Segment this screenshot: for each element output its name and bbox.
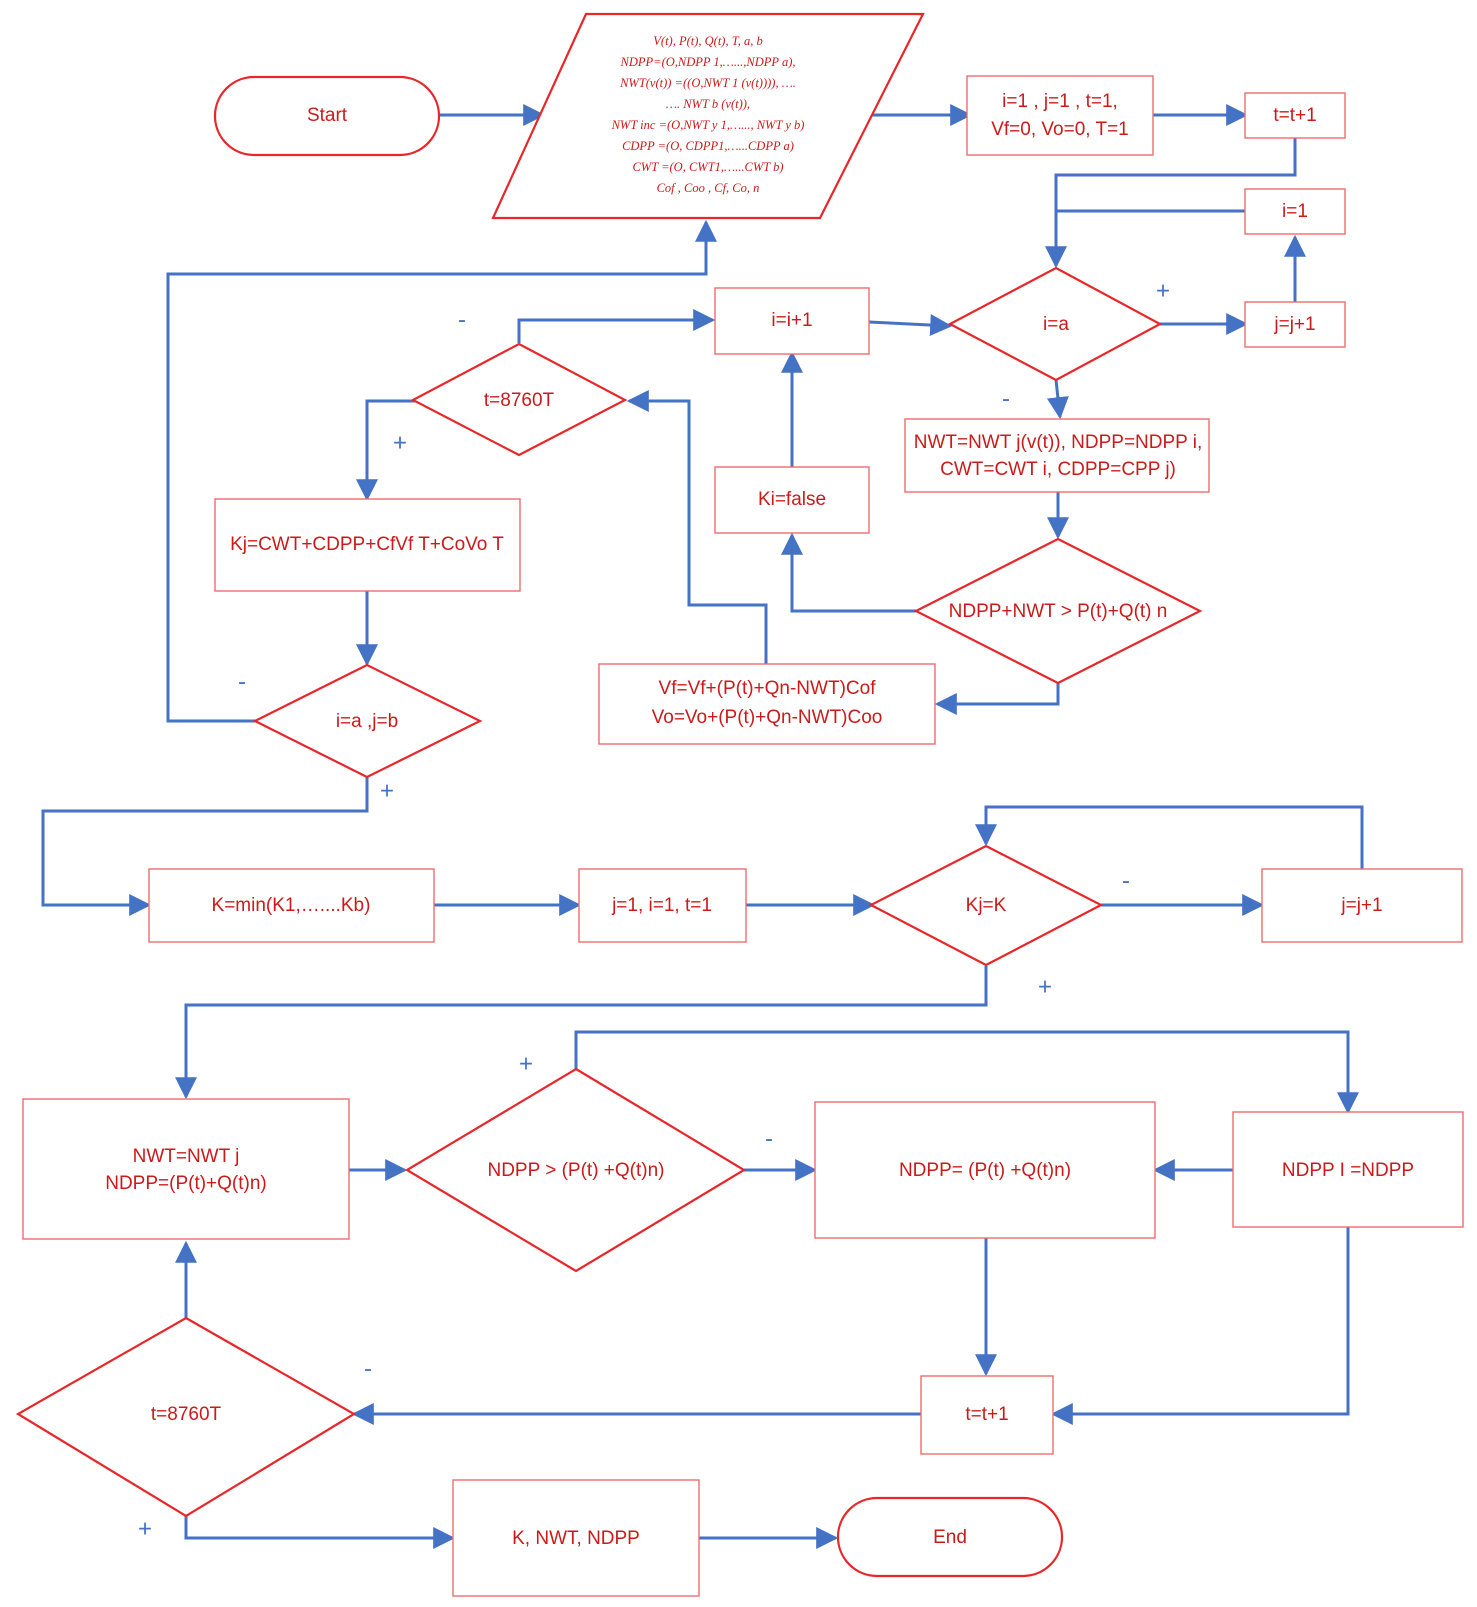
arrow-jinc-loop-to-kjeqk [975, 805, 1364, 869]
sign-plus-kjeqk: + [1038, 973, 1052, 1000]
input-line-5: NWT inc =(O,NWT y 1,…..., NWT y b) [611, 118, 805, 132]
t-inc-bottom-box [920, 1375, 1054, 1455]
end-terminal [836, 1496, 1064, 1578]
output-label: K, NWT, NDPP [512, 1528, 640, 1549]
j-inc-mid-label: j=j+1 [1340, 895, 1382, 916]
update-v-box [598, 663, 936, 745]
nwt-assign-bottom-box [22, 1098, 350, 1240]
sign-minus-t8760-bottom: - [364, 1355, 372, 1382]
input-line-8: Cof , Coo , Cf, Co, n [657, 181, 760, 195]
supply-condition-label: NDPP+NWT > P(t)+Q(t) n [949, 601, 1168, 622]
k-min-box [148, 868, 435, 943]
arrow-t8760-minus-to-iinc [517, 309, 716, 343]
sign-plus-ieqa: + [1156, 277, 1170, 304]
start-terminal [213, 75, 441, 157]
j-inc-mid-box [1261, 868, 1463, 943]
ndpp-i-box [1232, 1111, 1464, 1228]
arrow-condndpp-plus-to-ndppi [574, 1030, 1359, 1115]
t-8760-bottom-diamond [15, 1316, 357, 1518]
arrow-iinc-to-ieqa [868, 314, 953, 337]
t-inc-top-label: t=t+1 [1273, 105, 1316, 126]
arrow-t8760-plus-to-kj [356, 399, 415, 502]
arrow-kjeqk-plus-to-nwtassign [175, 966, 988, 1100]
reset-jit-box [578, 868, 747, 943]
i-reset-label: i=1 [1282, 201, 1308, 222]
assign-nwt-box [904, 418, 1210, 493]
j-inc-top-box [1244, 301, 1346, 348]
input-line-4: …. NWT b (v(t)), [666, 97, 750, 111]
sign-plus-iajb: + [380, 777, 394, 804]
kj-eq-k-diamond [868, 844, 1104, 967]
branch-signs: + - - + - + - + + - - + [138, 277, 1170, 1542]
sign-minus-ieqa: - [1002, 385, 1010, 412]
reset-jit-label: j=1, i=1, t=1 [611, 895, 712, 916]
supply-condition-diamond [913, 537, 1203, 685]
sign-minus-ndpp-cond: - [765, 1125, 773, 1152]
output-box [452, 1479, 700, 1597]
ndpp-set-box [814, 1101, 1156, 1239]
nwt-assign-bottom-line-2: NDPP=(P(t)+Q(t)n) [105, 1173, 267, 1194]
k-min-label: K=min(K1,…....Kb) [212, 895, 371, 916]
kj-eq-k-label: Kj=K [966, 895, 1007, 916]
ndpp-condition-label: NDPP > (P(t) +Q(t)n) [487, 1160, 664, 1181]
arrow-t8760b-plus-to-output [184, 1516, 456, 1549]
init-line-2: Vf=0, Vo=0, T=1 [991, 119, 1129, 140]
ndpp-condition-diamond [404, 1067, 747, 1273]
input-parallelogram [491, 12, 925, 220]
i-a-j-b-label: i=a ,j=b [336, 711, 398, 732]
i-reset-box [1244, 188, 1346, 235]
sign-plus-ndpp-cond: + [519, 1050, 533, 1077]
i-eq-a-diamond [947, 266, 1163, 382]
end-label: End [933, 1527, 967, 1548]
sign-plus-t8760-top: + [393, 429, 407, 456]
i-inc-box [714, 287, 870, 355]
init-box [966, 75, 1154, 156]
arrow-ieqa-minus-to-assign [1046, 379, 1069, 420]
init-line-1: i=1 , j=1 , t=1, [1002, 91, 1118, 112]
j-inc-top-label: j=j+1 [1273, 314, 1315, 335]
arrow-cond-minus-to-updatev [934, 683, 1060, 715]
ki-false-box [714, 466, 870, 534]
sign-minus-t8760-top: - [458, 306, 466, 333]
input-line-1: V(t), P(t), Q(t), T, a, b [653, 34, 762, 48]
arrow-iajb-plus-to-kmin [41, 777, 369, 916]
t-8760-top-label: t=8760T [484, 390, 555, 411]
input-text: V(t), P(t), Q(t), T, a, b NDPP=(O,NDPP 1… [611, 34, 805, 195]
input-line-7: CWT =(O, CWT1,…...CWT b) [632, 160, 783, 174]
arrow-tinc-to-ieqa [1045, 136, 1297, 269]
arrow-iajb-minus-to-input [166, 219, 717, 723]
sign-minus-kjeqk: - [1122, 867, 1130, 894]
kj-calc-label: Kj=CWT+CDPP+CfVf T+CoVo T [230, 534, 504, 555]
input-line-2: NDPP=(O,NDPP 1,…...,NDPP a), [620, 55, 796, 69]
ndpp-set-label: NDPP= (P(t) +Q(t)n) [899, 1160, 1071, 1181]
start-label: Start [307, 105, 348, 126]
input-line-6: CDPP =(O, CDPP1,…...CDPP a) [622, 139, 794, 153]
arrow-updatev-to-t8760 [626, 390, 768, 664]
update-v-line-2: Vo=Vo+(P(t)+Qn-NWT)Coo [652, 707, 883, 728]
i-eq-a-label: i=a [1043, 314, 1069, 335]
t-inc-top-box [1244, 92, 1346, 139]
arrow-cond-plus-to-kifalse [781, 532, 918, 613]
arrow-ndppi-to-tinc [1050, 1227, 1350, 1425]
i-a-j-b-diamond [252, 663, 483, 779]
input-line-3: NWT(v(t)) =((O,NWT 1 (v(t)))), …. [619, 76, 796, 90]
connectors [41, 104, 1364, 1549]
ki-false-label: Ki=false [758, 489, 826, 510]
sign-minus-iajb: - [238, 668, 246, 695]
kj-calc-box [214, 498, 521, 592]
ndpp-i-label: NDPP I =NDPP [1282, 1160, 1414, 1181]
t-inc-bottom-label: t=t+1 [965, 1404, 1008, 1425]
t-8760-top-diamond [410, 342, 628, 457]
sign-plus-t8760-bottom: + [138, 1515, 152, 1542]
update-v-line-1: Vf=Vf+(P(t)+Qn-NWT)Cof [659, 678, 877, 699]
nwt-assign-bottom-line-1: NWT=NWT j [133, 1146, 240, 1167]
t-8760-bottom-label: t=8760T [151, 1404, 222, 1425]
i-inc-label: i=i+1 [771, 310, 812, 331]
assign-nwt-line-2: CWT=CWT i, CDPP=CPP j) [940, 459, 1176, 480]
assign-nwt-line-1: NWT=NWT j(v(t)), NDPP=NDPP i, [914, 432, 1203, 453]
